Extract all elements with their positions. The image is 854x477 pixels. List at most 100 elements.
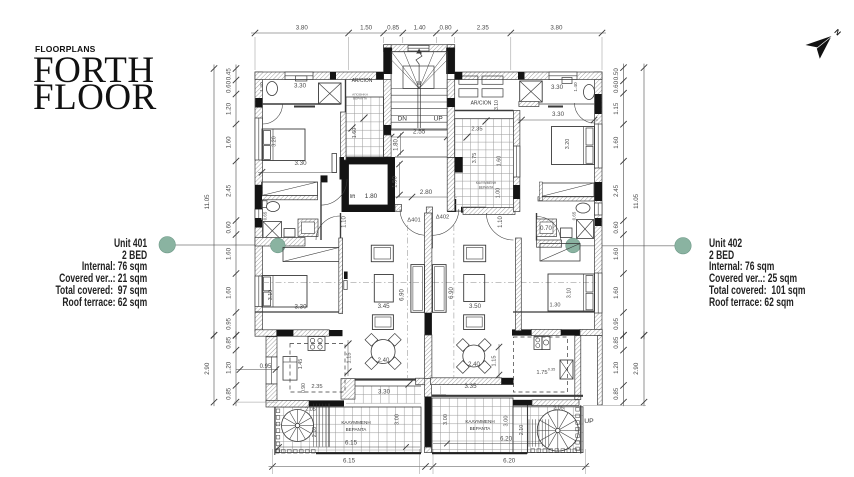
svg-text:ΚΑΛΥΜΜΕΝΗ: ΚΑΛΥΜΜΕΝΗ xyxy=(341,420,370,425)
svg-text:ΚΑΛΥΜΜΕΝΗ: ΚΑΛΥΜΜΕΝΗ xyxy=(465,419,494,424)
svg-text:2.35: 2.35 xyxy=(311,384,322,390)
svg-text:0.45: 0.45 xyxy=(226,68,233,81)
svg-text:3.10: 3.10 xyxy=(494,100,500,110)
svg-text:0.60: 0.60 xyxy=(226,221,233,234)
svg-text:3.20: 3.20 xyxy=(272,136,278,147)
svg-text:2.35: 2.35 xyxy=(471,127,482,133)
svg-text:3.50: 3.50 xyxy=(469,303,482,310)
svg-text:1.50: 1.50 xyxy=(393,176,399,188)
svg-text:3.30: 3.30 xyxy=(294,160,307,167)
svg-text:0.60: 0.60 xyxy=(613,80,620,93)
svg-text:ΒΕΡΑΝΤΑ: ΒΕΡΑΝΤΑ xyxy=(479,186,494,190)
svg-text:0.50: 0.50 xyxy=(613,68,620,81)
svg-text:Δ401: Δ401 xyxy=(407,218,421,224)
svg-text:2.10: 2.10 xyxy=(312,427,318,438)
svg-text:1.40: 1.40 xyxy=(573,82,579,92)
svg-text:ΒΕΡΑΝΤΑ: ΒΕΡΑΝΤΑ xyxy=(346,427,368,432)
svg-text:1.60: 1.60 xyxy=(613,286,620,299)
svg-text:1.40: 1.40 xyxy=(414,25,427,32)
svg-text:2.40: 2.40 xyxy=(378,358,390,364)
svg-text:UP: UP xyxy=(584,418,594,425)
svg-text:3.30: 3.30 xyxy=(294,83,307,90)
svg-text:Δ402: Δ402 xyxy=(436,215,450,221)
svg-text:2.90: 2.90 xyxy=(204,362,211,375)
svg-text:3.75: 3.75 xyxy=(472,153,478,164)
svg-text:1.15: 1.15 xyxy=(613,102,620,115)
svg-text:3.35: 3.35 xyxy=(464,383,477,390)
svg-text:DN: DN xyxy=(398,116,408,123)
svg-text:AR/CION: AR/CION xyxy=(352,78,373,84)
svg-text:6.20: 6.20 xyxy=(503,458,516,465)
svg-text:1.15: 1.15 xyxy=(346,353,352,364)
svg-text:6.90: 6.90 xyxy=(449,287,455,299)
svg-text:N: N xyxy=(832,27,842,37)
svg-text:6.15: 6.15 xyxy=(343,458,356,465)
svg-text:0.85: 0.85 xyxy=(613,336,620,349)
svg-text:0.85: 0.85 xyxy=(613,387,620,400)
svg-text:3.80: 3.80 xyxy=(550,25,563,32)
svg-text:2.90: 2.90 xyxy=(633,362,640,375)
svg-text:0.35: 0.35 xyxy=(548,368,555,372)
svg-text:0.70: 0.70 xyxy=(540,226,552,232)
svg-text:11.05: 11.05 xyxy=(633,193,640,209)
svg-text:3.30: 3.30 xyxy=(294,304,307,311)
svg-text:1.60: 1.60 xyxy=(613,247,620,260)
svg-text:2.55: 2.55 xyxy=(413,129,426,136)
svg-text:0.90: 0.90 xyxy=(301,383,307,393)
svg-text:2.35: 2.35 xyxy=(477,25,490,32)
svg-text:ΚΑΛΥΜΜΕΝΗ: ΚΑΛΥΜΜΕΝΗ xyxy=(476,181,497,185)
svg-text:UP: UP xyxy=(434,116,443,123)
svg-text:ΒΕΡΑΝΤΑ: ΒΕΡΑΝΤΑ xyxy=(470,426,492,431)
svg-text:3.00: 3.00 xyxy=(395,414,401,425)
svg-text:AR/CION: AR/CION xyxy=(471,101,492,107)
svg-text:1.80: 1.80 xyxy=(365,193,378,200)
svg-text:0.95: 0.95 xyxy=(613,317,620,330)
svg-text:3.00: 3.00 xyxy=(443,414,449,425)
svg-text:3.80: 3.80 xyxy=(296,25,309,32)
svg-text:3.45: 3.45 xyxy=(378,303,391,310)
svg-text:1.60: 1.60 xyxy=(226,247,233,260)
svg-text:1.50: 1.50 xyxy=(360,25,373,32)
svg-text:6.15: 6.15 xyxy=(345,440,358,447)
svg-text:2.80: 2.80 xyxy=(420,189,433,196)
svg-text:0.95: 0.95 xyxy=(226,317,233,330)
svg-text:0.85: 0.85 xyxy=(387,25,400,32)
svg-text:1.60: 1.60 xyxy=(226,136,233,149)
svg-text:0.65: 0.65 xyxy=(572,211,577,220)
svg-text:1.45: 1.45 xyxy=(298,359,304,370)
svg-text:2.05: 2.05 xyxy=(305,407,316,413)
svg-text:1.10: 1.10 xyxy=(342,216,348,228)
svg-text:2.45: 2.45 xyxy=(613,184,620,197)
svg-text:1.80: 1.80 xyxy=(394,139,400,151)
svg-text:1.00: 1.00 xyxy=(496,188,502,199)
svg-text:1.20: 1.20 xyxy=(613,361,620,374)
svg-text:6.90: 6.90 xyxy=(400,289,406,301)
svg-text:3.10: 3.10 xyxy=(567,288,573,299)
svg-text:1.60: 1.60 xyxy=(226,286,233,299)
svg-text:0.95: 0.95 xyxy=(260,364,272,370)
svg-text:1.60: 1.60 xyxy=(497,156,503,167)
svg-text:6.20: 6.20 xyxy=(500,436,513,443)
svg-text:2.05: 2.05 xyxy=(553,406,564,412)
svg-text:3.10: 3.10 xyxy=(268,290,274,301)
svg-text:3.00: 3.00 xyxy=(504,416,510,427)
svg-text:1.30: 1.30 xyxy=(550,303,561,309)
svg-text:3.30: 3.30 xyxy=(551,84,564,91)
svg-text:0.80: 0.80 xyxy=(439,25,452,32)
svg-text:3.20: 3.20 xyxy=(565,139,571,150)
svg-text:1.10: 1.10 xyxy=(498,216,504,228)
svg-text:3.30: 3.30 xyxy=(552,111,565,118)
svg-text:2.40: 2.40 xyxy=(468,362,480,368)
svg-text:1.75: 1.75 xyxy=(536,370,547,376)
svg-text:ΒΕΡΑΝΤΑ: ΒΕΡΑΝΤΑ xyxy=(353,97,368,101)
svg-text:1.20: 1.20 xyxy=(226,102,233,115)
svg-text:1.40: 1.40 xyxy=(259,82,265,92)
svg-text:0.85: 0.85 xyxy=(226,336,233,349)
svg-text:0.60: 0.60 xyxy=(613,221,620,234)
svg-text:1.20: 1.20 xyxy=(226,361,233,374)
svg-text:1.60: 1.60 xyxy=(352,128,358,139)
svg-text:0.60: 0.60 xyxy=(226,80,233,93)
svg-text:0.85: 0.85 xyxy=(226,387,233,400)
svg-text:ΑΠΟΘΗΚΗ: ΑΠΟΘΗΚΗ xyxy=(352,93,368,97)
svg-text:1.60: 1.60 xyxy=(613,136,620,149)
